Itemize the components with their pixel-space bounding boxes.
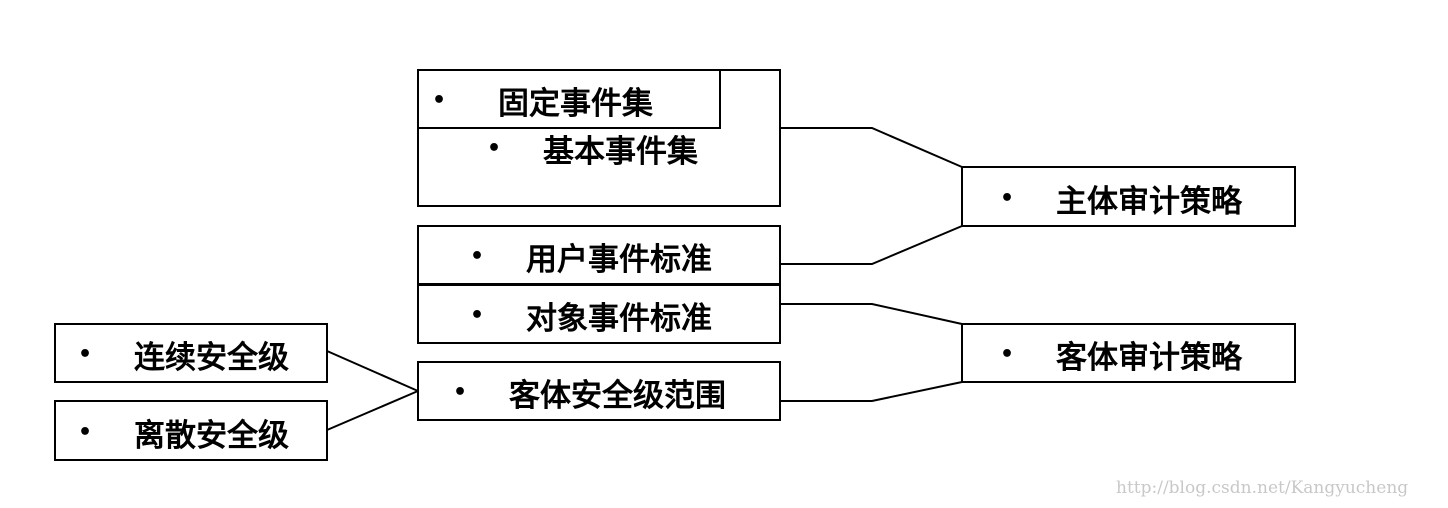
bullet-icon: •: [453, 380, 468, 405]
bullet-icon: •: [487, 136, 502, 161]
object-event-criteria-box: [417, 284, 781, 344]
user-event-criteria-item: • 用户事件标准: [470, 234, 712, 279]
discrete-level-box: [54, 400, 328, 461]
object-level-range-box: [417, 361, 781, 421]
subject-policy-item: • 主体审计策略: [1000, 176, 1242, 221]
fixed-events-box: [417, 69, 721, 129]
connector-discrete-to-range: [326, 390, 419, 431]
object-event-criteria-label: 对象事件标准: [526, 301, 712, 337]
discrete-level-label: 离散安全级: [134, 418, 289, 454]
bullet-icon: •: [1000, 186, 1015, 211]
discrete-level-item: • 离散安全级: [78, 410, 289, 455]
connector-basic-to-subject: [780, 127, 963, 168]
continuous-level-box: [54, 323, 328, 383]
object-policy-label: 客体审计策略: [1056, 340, 1242, 376]
bullet-icon: •: [1000, 342, 1015, 367]
object-policy-box: [961, 323, 1296, 383]
subject-policy-box: [961, 166, 1296, 227]
connector-continuous-to-range: [326, 350, 419, 392]
user-event-criteria-box: [417, 225, 781, 285]
bullet-icon: •: [470, 244, 485, 269]
continuous-level-label: 连续安全级: [134, 340, 289, 376]
continuous-level-item: • 连续安全级: [78, 332, 289, 377]
object-level-range-item: • 客体安全级范围: [453, 370, 726, 415]
object-level-range-label: 客体安全级范围: [509, 378, 726, 414]
bullet-icon: •: [470, 303, 485, 328]
subject-policy-label: 主体审计策略: [1056, 184, 1242, 220]
user-event-criteria-label: 用户事件标准: [526, 242, 712, 278]
basic-events-label: 基本事件集: [543, 134, 698, 170]
bullet-icon: •: [78, 342, 93, 367]
connector-user-to-subject: [780, 225, 963, 265]
bullet-icon: •: [78, 420, 93, 445]
fixed-events-item: • 固定事件集: [432, 78, 653, 123]
basic-events-item: • 基本事件集: [487, 126, 698, 171]
connector-objcrit-to-object: [780, 303, 963, 325]
object-policy-item: • 客体审计策略: [1000, 332, 1242, 377]
watermark: http://blog.csdn.net/Kangyucheng: [1116, 478, 1409, 498]
connector-range-to-object: [780, 381, 963, 402]
object-event-criteria-item: • 对象事件标准: [470, 293, 712, 338]
fixed-events-label: 固定事件集: [498, 86, 653, 122]
bullet-icon: •: [432, 88, 447, 113]
